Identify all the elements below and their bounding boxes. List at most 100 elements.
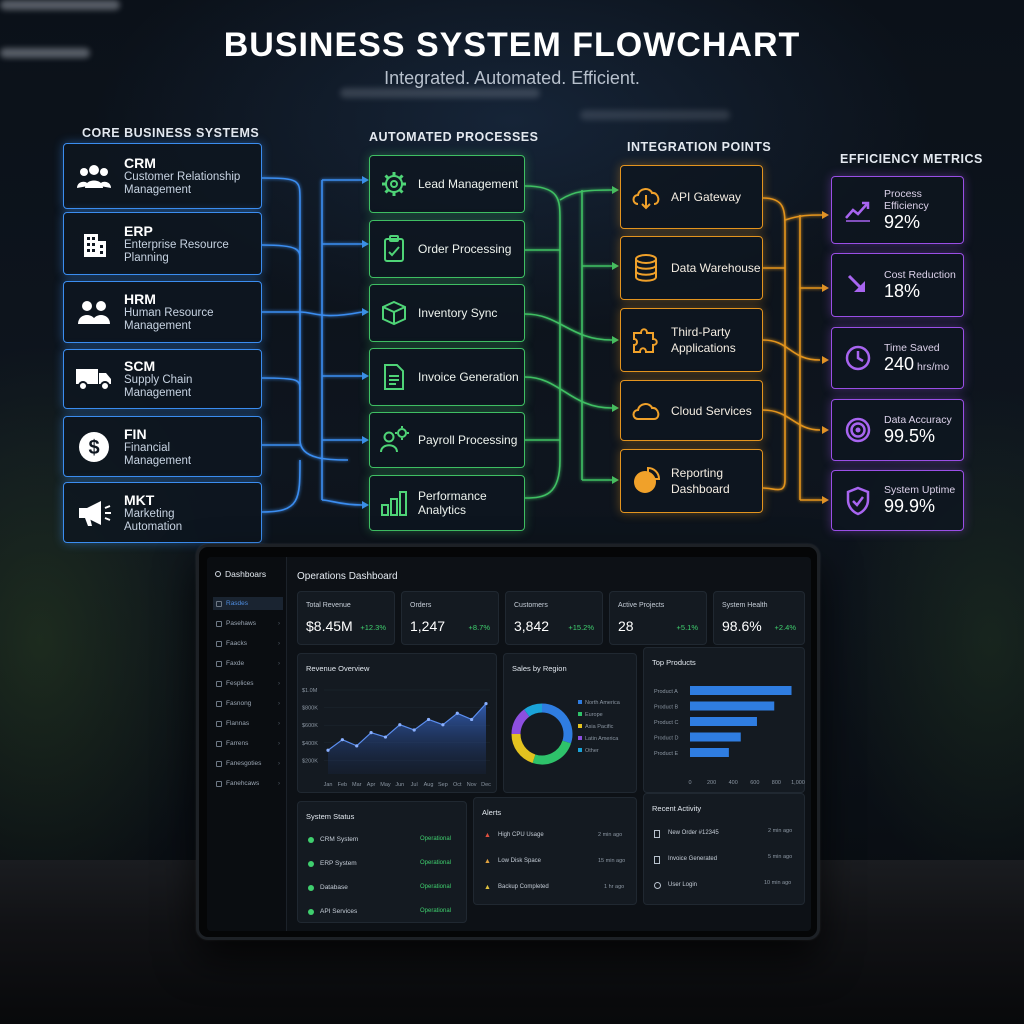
document-icon xyxy=(654,830,660,838)
integration-node-cloud-services[interactable]: Cloud Services xyxy=(620,380,763,441)
process-node-invoice-generation[interactable]: Invoice Generation xyxy=(369,348,525,406)
metric-label: Process Efficiency xyxy=(884,187,929,212)
system-desc: Management xyxy=(124,320,192,332)
integration-label: Cloud Services xyxy=(671,403,752,419)
kpi-card-system-health[interactable]: System Health 98.6% +2.4% xyxy=(713,591,805,645)
product-bar xyxy=(690,686,792,695)
process-node-payroll-processing[interactable]: Payroll Processing xyxy=(369,412,525,468)
revenue-point xyxy=(484,702,488,706)
activity-time: 2 min ago xyxy=(768,828,793,834)
x-tick-label: 0 xyxy=(688,780,691,786)
kpi-card-total-revenue[interactable]: Total Revenue $8.45M +12.3% xyxy=(297,591,395,645)
metric-value: 18% xyxy=(884,280,921,301)
target-icon xyxy=(832,400,884,460)
building-icon xyxy=(64,213,124,274)
product-bar xyxy=(690,717,757,726)
sidebar-item-7[interactable]: Farrens› xyxy=(213,737,283,750)
system-code: CRM xyxy=(124,155,156,171)
clock-icon xyxy=(832,328,884,388)
x-tick-label: Jun xyxy=(395,782,404,788)
chart-title: Sales by Region xyxy=(512,664,567,673)
sidebar-item-8[interactable]: Fanesgoties› xyxy=(213,757,283,770)
process-label: Performance Analytics xyxy=(418,489,487,517)
alerts-card[interactable]: Alerts ▲ High CPU Usage 2 min ago ▲ Low … xyxy=(473,797,637,905)
process-node-lead-management[interactable]: Lead Management xyxy=(369,155,525,213)
tablet-device: Dashboars Rasdes Pasehaws› Faacks› Faxde… xyxy=(196,544,820,940)
x-tick-label: Jan xyxy=(324,782,333,788)
process-node-performance-analytics[interactable]: Performance Analytics xyxy=(369,475,525,531)
sidebar-item-4[interactable]: Fesplices› xyxy=(213,677,283,690)
legend-label: Latin America xyxy=(585,736,619,742)
ceiling-light xyxy=(0,0,120,10)
sidebar-item-label: Fanesgoties xyxy=(226,760,262,767)
sidebar-item-2[interactable]: Faacks› xyxy=(213,637,283,650)
system-desc: Management xyxy=(124,184,192,196)
process-to-integration-lines xyxy=(524,185,613,499)
integration-label-line: Third-Party xyxy=(671,325,731,339)
status-dot-icon xyxy=(308,837,314,843)
metric-label: System Uptime xyxy=(884,484,956,496)
process-label: Invoice Generation xyxy=(418,370,519,384)
system-to-process-lines xyxy=(261,177,363,513)
legend-label: North America xyxy=(585,700,621,706)
sidebar-item-label: Flannas xyxy=(226,720,250,727)
system-desc: Planning xyxy=(124,251,169,264)
kpi-value: 98.6% xyxy=(722,618,762,634)
status-row-name: API Services xyxy=(320,908,358,915)
process-node-order-processing[interactable]: Order Processing xyxy=(369,220,525,278)
sidebar-item-0[interactable]: Rasdes xyxy=(213,597,283,610)
sidebar-item-5[interactable]: Fasnong› xyxy=(213,697,283,710)
kpi-label: System Health xyxy=(722,602,768,609)
recent-activity-card[interactable]: Recent Activity New Order #12345 2 min a… xyxy=(643,793,805,905)
system-desc: Management xyxy=(124,454,192,467)
system-desc: Automation xyxy=(124,520,183,533)
metric-value: 240 xyxy=(884,353,915,374)
integration-node-data-warehouse[interactable]: Data Warehouse xyxy=(620,236,763,300)
legend-swatch xyxy=(578,736,582,740)
x-tick-label: 800 xyxy=(772,780,781,786)
system-code: SCM xyxy=(124,358,156,374)
cloud-icon xyxy=(621,381,671,440)
status-row-state: Operational xyxy=(420,884,452,890)
revenue-area xyxy=(328,703,486,774)
kpi-card-orders[interactable]: Orders 1,247 +8.7% xyxy=(401,591,499,645)
integration-node-api-gateway[interactable]: API Gateway xyxy=(620,165,763,229)
sidebar-item-6[interactable]: Flannas› xyxy=(213,717,283,730)
x-tick-label: Sep xyxy=(438,782,448,788)
alert-text: Backup Completed xyxy=(498,884,549,890)
svg-text:$: $ xyxy=(88,437,99,459)
system-status-card[interactable]: System Status CRM System Operational ERP… xyxy=(297,801,467,923)
kpi-card-customers[interactable]: Customers 3,842 +15.2% xyxy=(505,591,603,645)
process-node-inventory-sync[interactable]: Inventory Sync xyxy=(369,284,525,342)
sidebar-item-label: Fanehcaws xyxy=(226,780,260,787)
megaphone-icon xyxy=(64,483,124,542)
revenue-point xyxy=(470,717,474,722)
sidebar-item-1[interactable]: Pasehaws› xyxy=(213,617,283,630)
sidebar-item-3[interactable]: Faxde› xyxy=(213,657,283,670)
product-bar xyxy=(690,732,741,742)
x-tick-label: Dec xyxy=(481,782,491,788)
arrow-down-icon xyxy=(832,254,884,316)
chevron-right-icon: › xyxy=(278,640,280,647)
revenue-overview-card[interactable]: Revenue Overview $1.0M$800K$600K$400K$20… xyxy=(297,653,497,793)
system-code: MKT xyxy=(124,491,155,508)
bar-category-label: Product A xyxy=(654,689,678,695)
kpi-card-active-projects[interactable]: Active Projects 28 +5.1% xyxy=(609,591,707,645)
sidebar-item-9[interactable]: Fanehcaws› xyxy=(213,777,283,790)
